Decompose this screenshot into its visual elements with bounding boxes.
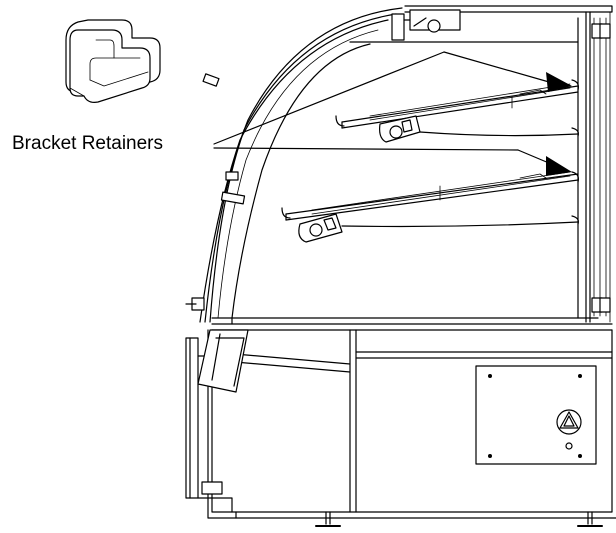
lower-shelf <box>281 171 579 243</box>
cabinet-base <box>185 329 616 527</box>
upper-retainer-arrowhead <box>546 72 572 92</box>
bracket-retainer-clip-illustration <box>65 19 161 103</box>
upper-shelf <box>335 79 579 143</box>
callout-arrows <box>213 51 572 176</box>
lower-retainer-arrowhead <box>546 156 572 176</box>
cabinet-frame <box>185 5 613 331</box>
bracket-retainers-label: Bracket Retainers <box>12 133 164 154</box>
